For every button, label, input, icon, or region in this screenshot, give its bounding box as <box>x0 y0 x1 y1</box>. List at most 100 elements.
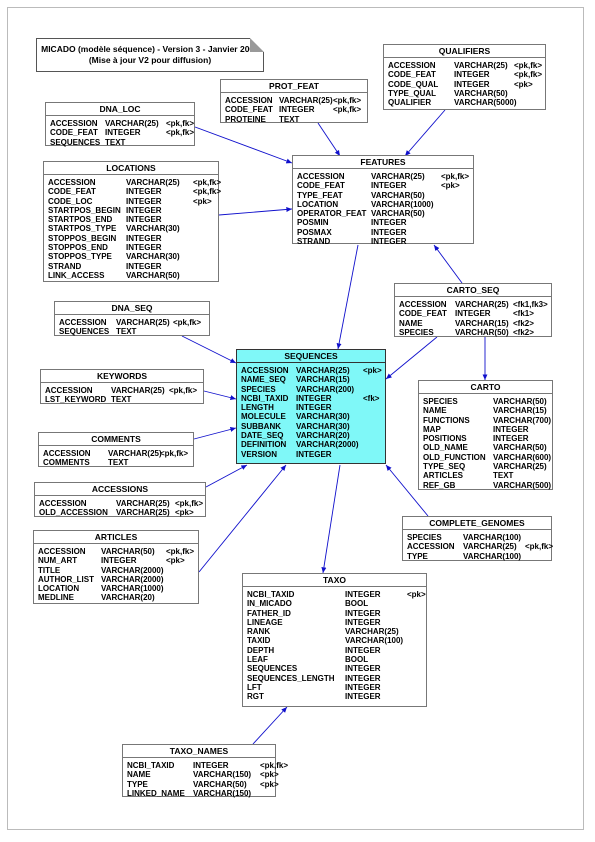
field-type: INTEGER <box>126 243 162 253</box>
field-key: <pk,fk> <box>441 172 470 181</box>
field-type: VARCHAR(15) <box>493 406 547 416</box>
page-border <box>7 7 584 830</box>
field-name: IN_MICADO <box>247 599 292 609</box>
field-type: BOOL <box>345 599 369 609</box>
field-name: DEPTH <box>247 645 275 655</box>
field-type: INTEGER <box>105 128 141 138</box>
relation-locations-to-features <box>218 206 293 216</box>
field-name: ACCESSION <box>399 300 447 309</box>
field-key: <pk> <box>260 770 279 780</box>
field-name: RGT <box>247 692 264 702</box>
field-type: VARCHAR(25) <box>345 627 399 637</box>
field-key: <pk> <box>166 556 185 566</box>
field-name: DATE_SEQ <box>241 431 284 441</box>
field-key: <pk,fk> <box>193 178 222 187</box>
field-key: <fk> <box>363 393 380 403</box>
field-type: VARCHAR(25) <box>371 172 425 181</box>
field-name: STARTPOS_BEGIN <box>48 205 121 215</box>
field-name: SPECIES <box>423 397 458 406</box>
field-name: ACCESSION <box>48 178 96 187</box>
field-name: REF_GB <box>423 480 456 490</box>
table-title: KEYWORDS <box>41 370 203 383</box>
field-name: SEQUENCES <box>50 137 101 147</box>
field-type: INTEGER <box>371 237 407 247</box>
field-type: VARCHAR(25) <box>108 449 162 458</box>
field-name: STARTPOS_TYPE <box>48 224 117 234</box>
field-key: <pk,fk> <box>193 187 222 197</box>
field-type: INTEGER <box>454 79 490 89</box>
field-name: STOPPOS_BEGIN <box>48 233 117 243</box>
field-type: INTEGER <box>371 218 407 228</box>
field-key: <pk> <box>175 508 194 518</box>
table-title: ARTICLES <box>34 531 198 544</box>
field-name: VERSION <box>241 449 278 459</box>
field-name: CODE_LOC <box>48 196 93 206</box>
field-key: <pk> <box>260 779 279 789</box>
field-type: VARCHAR(20) <box>101 593 155 603</box>
field-type: VARCHAR(2000) <box>101 565 164 575</box>
field-name: CODE_FEAT <box>399 309 447 319</box>
field-type: INTEGER <box>126 196 162 206</box>
field-name: ACCESSION <box>38 547 86 556</box>
diagram-subtitle: (Mise à jour V2 pour diffusion) <box>88 55 212 65</box>
field-name: SPECIES <box>407 533 442 542</box>
field-type: VARCHAR(30) <box>126 224 180 234</box>
field-type: VARCHAR(25) <box>454 61 508 70</box>
field-name: ACCESSION <box>59 318 107 327</box>
field-name: COMMENTS <box>43 458 90 468</box>
field-type: VARCHAR(50) <box>455 327 509 337</box>
field-key: <pk,fk> <box>166 119 195 128</box>
field-type: VARCHAR(100) <box>463 551 522 561</box>
field-type: TEXT <box>116 327 137 337</box>
field-key: <fk2> <box>513 318 534 328</box>
field-name: NAME <box>399 318 423 328</box>
field-name: OLD_ACCESSION <box>39 508 108 518</box>
field-name: ACCESSION <box>407 542 455 552</box>
field-name: LINK_ACCESS <box>48 270 105 280</box>
field-name: LEAF <box>247 655 268 665</box>
field-name: SPECIES <box>399 327 434 337</box>
field-type: VARCHAR(25) <box>455 300 509 309</box>
field-name: ACCESSION <box>50 119 98 128</box>
field-name: FATHER_ID <box>247 608 291 618</box>
field-key: <fk1,fk3> <box>513 300 548 309</box>
